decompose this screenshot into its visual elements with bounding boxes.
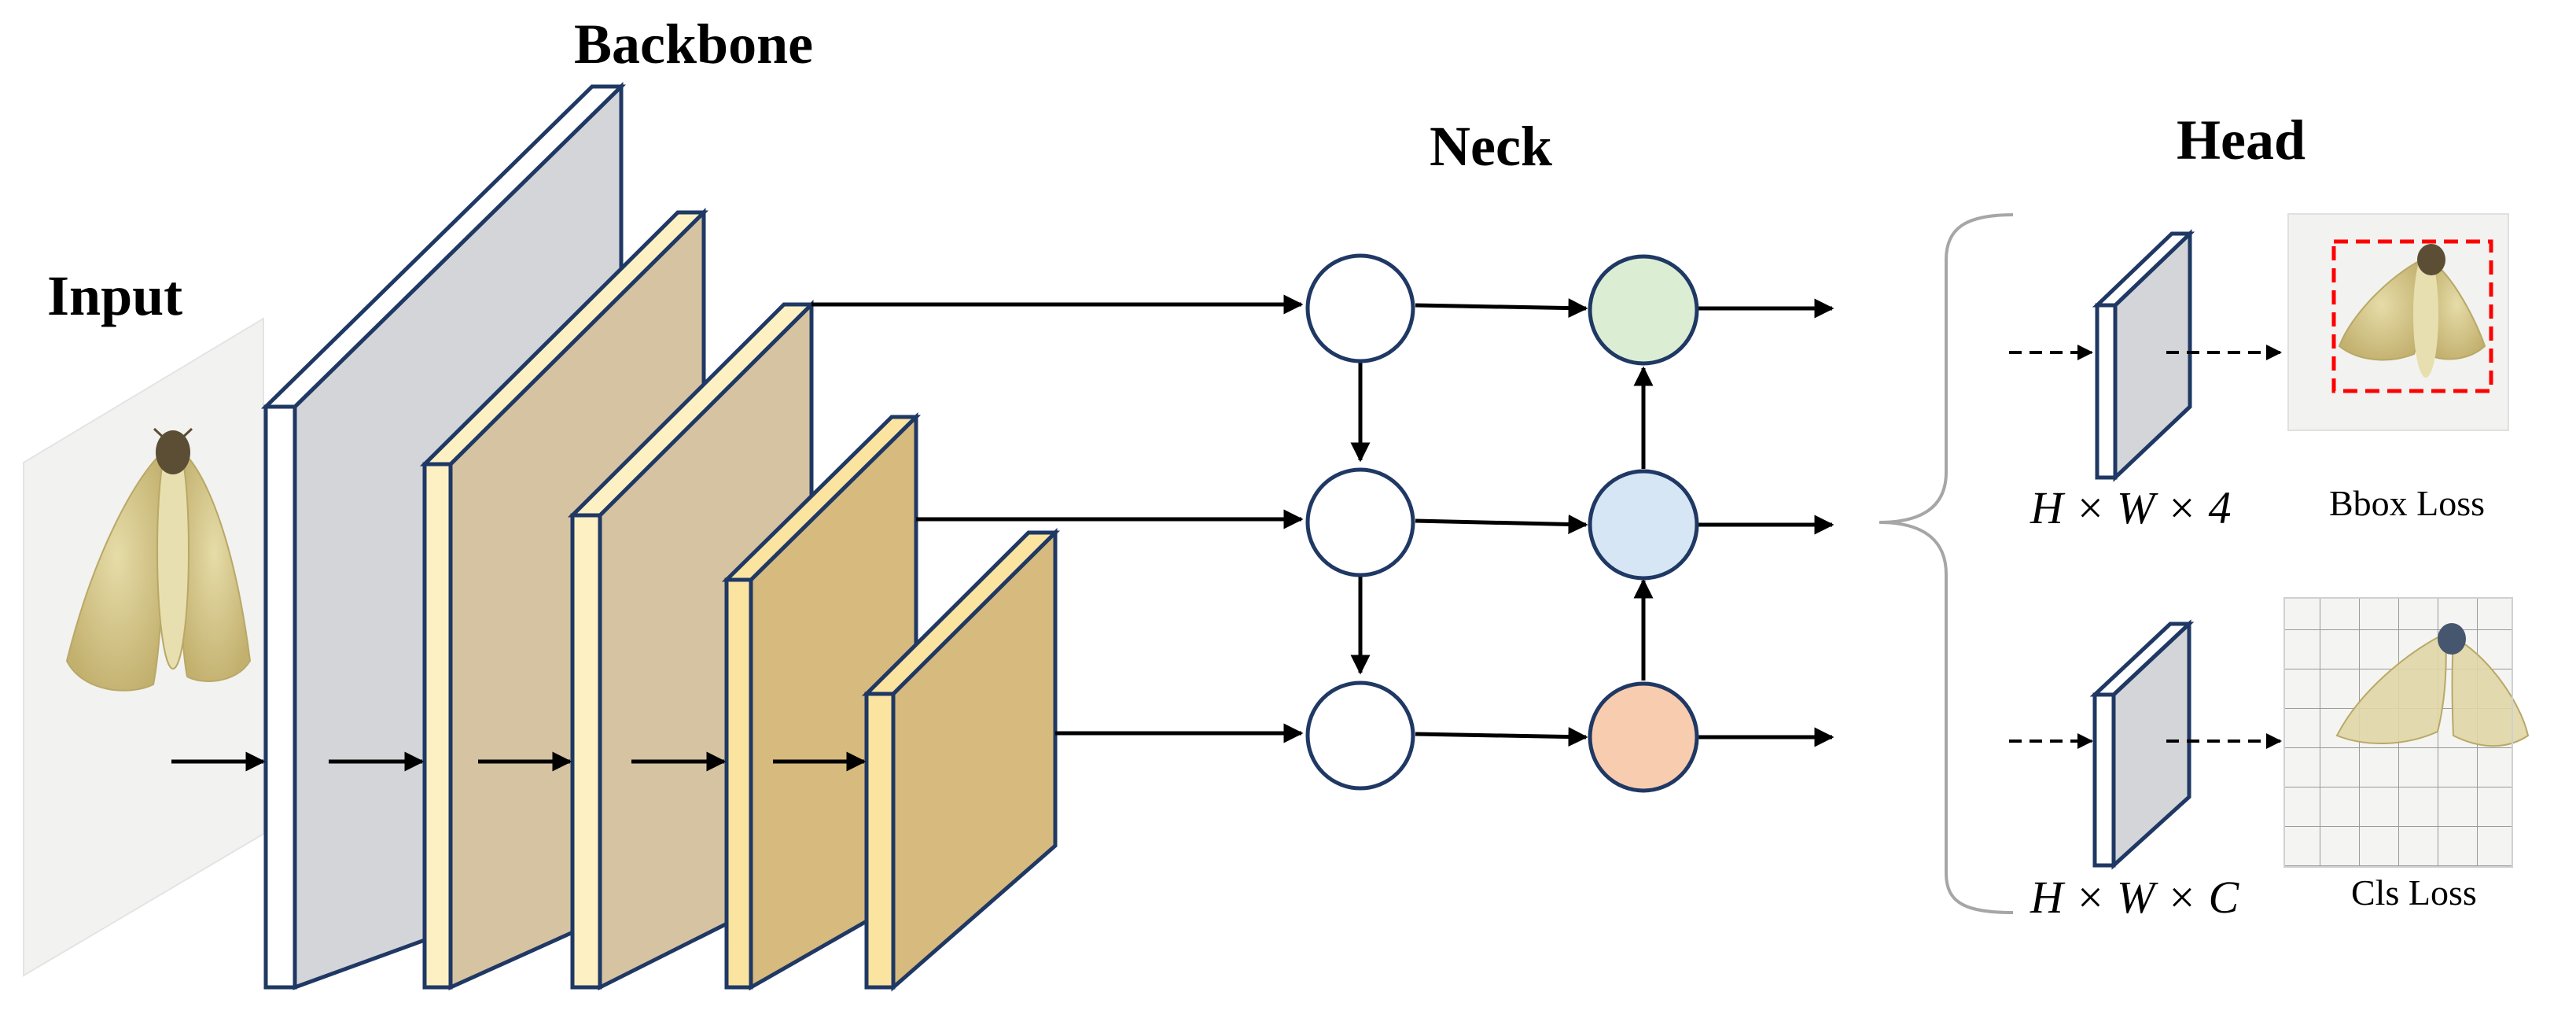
head: H × W × 4 Bbox Loss H × W × C [1879,213,2530,923]
backbone-to-neck-arrows [811,294,1304,743]
bbox-rectangle [2331,239,2493,393]
cls-shape-label: H × W × C [2030,872,2239,923]
moth-grid-photo-icon [2283,597,2530,868]
neck-node-left-top [1305,253,1415,363]
bbox-branch: H × W × 4 Bbox Loss [2009,213,2509,533]
bbox-loss-label: Bbox Loss [2329,483,2485,523]
neck-node-left-bottom [1305,681,1415,791]
head-brace [1879,213,2014,914]
moth-bbox-photo-icon [2287,213,2509,431]
bbox-feature-map [2092,229,2195,482]
neck-title: Neck [1430,115,1552,178]
input-image [23,317,264,977]
neck-node-left-mid [1305,467,1415,577]
neck-node-right-mid [1588,469,1699,581]
cls-branch: H × W × C Cls Loss [2009,597,2530,923]
backbone-layer-5 [861,527,1061,992]
neck-node-right-bottom [1588,681,1699,793]
moth-photo-icon [65,427,252,692]
head-title: Head [2177,109,2306,172]
cls-loss-label: Cls Loss [2351,872,2477,913]
arrow-neck-left-bottom-to-right-bottom [1415,727,1588,747]
neck-node-right-top [1588,254,1699,366]
bbox-shape-label: H × W × 4 [2030,482,2231,533]
neck [1305,253,1834,793]
arrow-neck-left-mid-to-right-mid [1415,514,1588,534]
arrow-neck-left-top-to-right-top [1415,298,1588,319]
input-title: Input [47,264,182,327]
backbone [260,82,1061,992]
backbone-title: Backbone [574,13,813,76]
cls-feature-map [2089,619,2195,870]
